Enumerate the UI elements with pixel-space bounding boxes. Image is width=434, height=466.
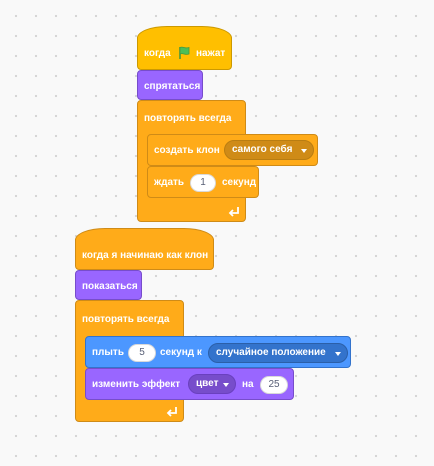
- show-label: показаться: [82, 281, 138, 292]
- hide-label: спрятаться: [144, 81, 201, 92]
- glide-seconds-to-label: секунд к: [160, 347, 202, 358]
- wait-block[interactable]: ждать 1 секунд: [147, 166, 259, 198]
- loop-arrow-icon: [166, 405, 180, 417]
- forever-label: повторять всегда: [144, 113, 232, 124]
- effect-amount-input[interactable]: 25: [260, 376, 288, 394]
- dropdown-caret-icon: [301, 149, 307, 153]
- wait-seconds-input[interactable]: 1: [190, 174, 216, 192]
- change-effect-label: изменить эффект: [92, 379, 181, 390]
- glide-label: плыть: [92, 347, 124, 358]
- glide-block[interactable]: плыть 5 секунд к случайное положение: [85, 336, 351, 368]
- effect-dropdown[interactable]: цвет: [188, 374, 236, 394]
- clone-hat-label: когда я начинаю как клон: [82, 250, 209, 261]
- hide-block[interactable]: спрятаться: [137, 70, 203, 100]
- wait-label: ждать: [154, 177, 185, 188]
- forever-label: повторять всегда: [82, 314, 170, 325]
- loop-arrow-icon: [228, 205, 242, 217]
- effect-by-label: на: [242, 379, 254, 390]
- seconds-label: секунд: [222, 177, 257, 188]
- create-clone-label: создать клон: [154, 145, 220, 156]
- show-block[interactable]: показаться: [75, 270, 142, 300]
- clone-target-dropdown[interactable]: самого себя: [224, 140, 314, 160]
- change-effect-block[interactable]: изменить эффект цвет на 25: [85, 368, 294, 400]
- effect-value: цвет: [196, 378, 219, 389]
- glide-target-dropdown[interactable]: случайное положение: [208, 343, 348, 363]
- glide-target-value: случайное положение: [216, 347, 326, 358]
- when-start-as-clone-block[interactable]: когда я начинаю как клон: [75, 228, 214, 270]
- dropdown-caret-icon: [223, 383, 229, 387]
- when-flag-clicked-block[interactable]: когда нажат: [137, 26, 232, 70]
- hat-when-label: когда: [144, 48, 171, 59]
- create-clone-block[interactable]: создать клон самого себя: [147, 134, 318, 166]
- dropdown-caret-icon: [335, 352, 341, 356]
- green-flag-icon: [177, 46, 191, 60]
- glide-seconds-input[interactable]: 5: [128, 344, 156, 362]
- clone-target-value: самого себя: [232, 144, 293, 155]
- hat-clicked-label: нажат: [196, 48, 226, 59]
